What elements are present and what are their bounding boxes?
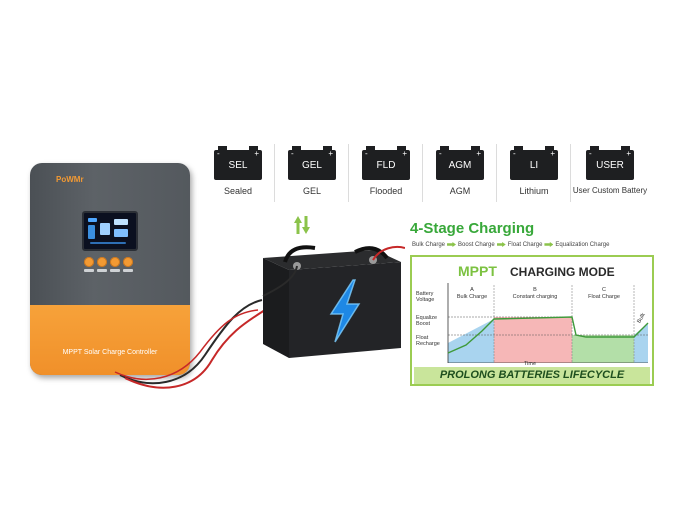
charging-title: 4-Stage Charging xyxy=(410,220,535,237)
battery-image xyxy=(262,245,405,358)
swap-arrows-icon xyxy=(294,216,310,234)
battery-type-label: Lithium xyxy=(519,186,549,196)
battery-icon: -+ USER xyxy=(586,146,634,180)
charge-controller: PoWMr MPPT Solar Charge Controller xyxy=(30,163,190,375)
battery-type-label: User Custom Battery xyxy=(572,186,648,195)
battery-type-flooded: -+ FLD Flooded xyxy=(354,140,418,206)
controller-button-1[interactable] xyxy=(84,257,94,267)
charging-step: Equalization Charge xyxy=(555,242,610,249)
battery-type-lithium: -+ LI Lithium xyxy=(502,140,566,206)
battery-icon: -+ GEL xyxy=(288,146,336,180)
stage-c-letter: C xyxy=(602,287,606,293)
controller-lcd-screen xyxy=(82,211,138,251)
battery-icon: -+ FLD xyxy=(362,146,410,180)
chart-title-mode: CHARGING MODE xyxy=(510,265,615,279)
battery-type-label: Sealed xyxy=(223,186,253,196)
stage-a-letter: A xyxy=(470,287,474,293)
y-label-equalize-boost: Equalize Boost xyxy=(416,315,438,327)
charging-step: Bulk Charge xyxy=(412,242,446,249)
battery-type-user: -+ USER User Custom Battery xyxy=(573,140,647,206)
y-label-float-recharge: Float Recharge xyxy=(416,335,440,347)
charging-step: Boost Charge xyxy=(458,242,495,249)
charging-curve-chart xyxy=(447,283,649,363)
stage-a-name: Bulk Charge xyxy=(456,294,488,300)
charging-steps: Bulk Charge Boost Charge Float Charge Equal… xyxy=(412,242,672,252)
charging-step: Float Charge xyxy=(507,242,543,249)
battery-type-label: AGM xyxy=(449,186,471,196)
controller-button-2[interactable] xyxy=(97,257,107,267)
battery-type-agm: -+ AGM AGM xyxy=(428,140,492,206)
battery-icon: -+ AGM xyxy=(436,146,484,180)
controller-orange-panel xyxy=(30,305,190,375)
controller-button-4[interactable] xyxy=(123,257,133,267)
battery-type-label: GEL xyxy=(302,186,321,196)
controller-logo: PoWMr xyxy=(56,175,84,184)
lightning-icon xyxy=(331,280,359,342)
controller-button-3[interactable] xyxy=(110,257,120,267)
stage-b-name: Constant charging xyxy=(512,294,558,300)
controller-label: MPPT Solar Charge Controller xyxy=(62,349,158,356)
footer-banner: PROLONG BATTERIES LIFECYCLE xyxy=(414,367,650,384)
y-label-battery-voltage: Battery Voltage xyxy=(416,291,435,303)
stage-c-name: Float Charge xyxy=(588,294,620,300)
x-label-time: Time xyxy=(524,361,537,367)
controller-body: PoWMr MPPT Solar Charge Controller xyxy=(30,163,190,375)
footer-text: PROLONG BATTERIES LIFECYCLE xyxy=(439,369,625,381)
charging-mode-panel: MPPT CHARGING MODE Battery Voltage Equal… xyxy=(410,255,654,386)
battery-icon: -+ LI xyxy=(510,146,558,180)
battery-type-label: Flooded xyxy=(369,186,403,196)
battery-type-sealed: -+ SEL Sealed xyxy=(206,140,270,206)
chart-title-mppt: MPPT xyxy=(458,263,497,279)
stage-b-letter: B xyxy=(533,287,537,293)
battery-type-gel: -+ GEL GEL xyxy=(280,140,344,206)
battery-types-row: -+ SEL Sealed -+ GEL GEL -+ FLD Flooded … xyxy=(206,140,650,206)
battery-icon: -+ SEL xyxy=(214,146,262,180)
